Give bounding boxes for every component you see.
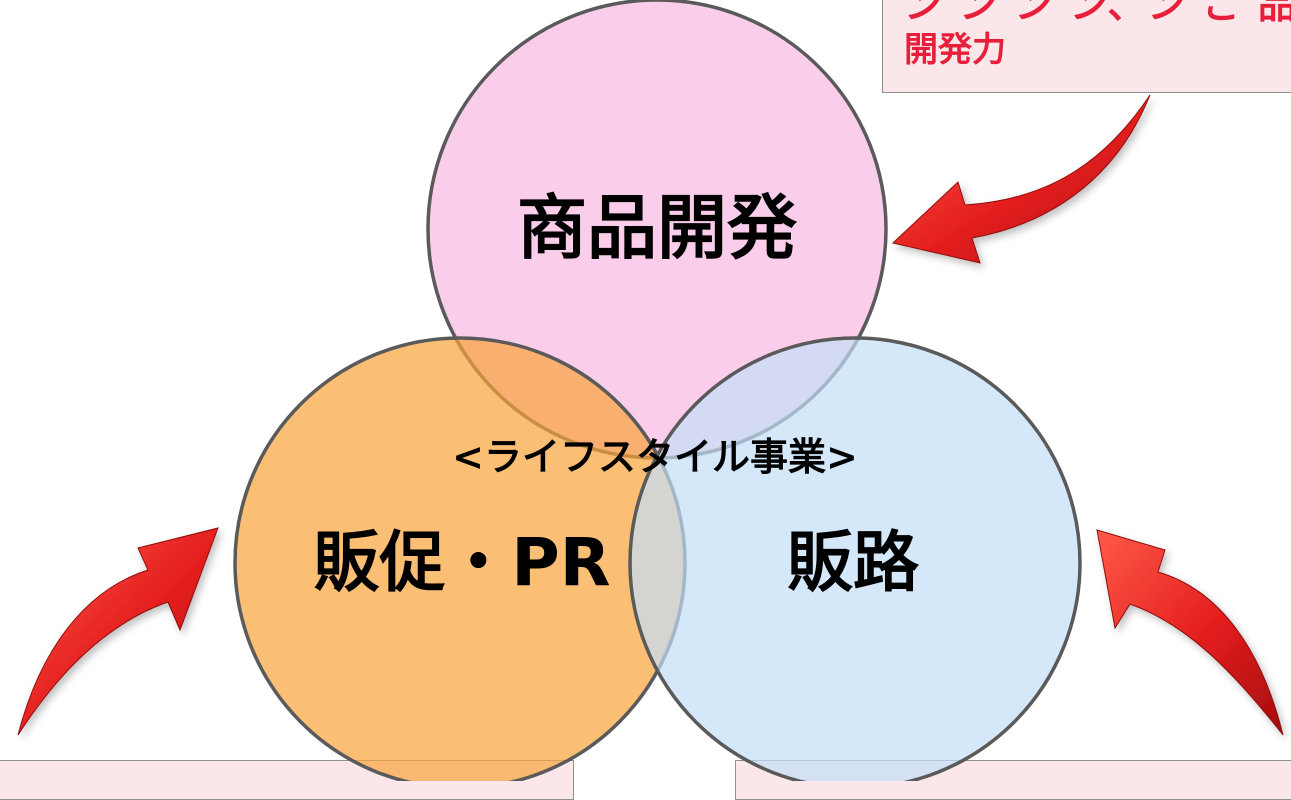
callout-text-top-cropped: ン ン ン ン、ン ご 品. <box>904 0 1291 27</box>
label-sales-channel: 販路 <box>787 524 920 601</box>
venn-diagram: 商品開発 <ライフスタイル事業> 販促・PR 販路 <box>17 0 1284 781</box>
callout-box-top-right <box>882 0 1291 93</box>
curved-arrow-icon-top-right <box>891 94 1151 264</box>
label-center: <ライフスタイル事業> <box>452 435 858 479</box>
curved-arrow-icon-bottom-left <box>17 527 219 736</box>
curved-arrow-icon-bottom-right <box>1096 529 1284 736</box>
label-promotion-pr: 販促・PR <box>313 524 610 601</box>
label-product-development: 商品開発 <box>517 187 798 269</box>
circle-sales-channel <box>628 336 1082 781</box>
callout-text-top: 開発力 <box>904 30 1006 70</box>
